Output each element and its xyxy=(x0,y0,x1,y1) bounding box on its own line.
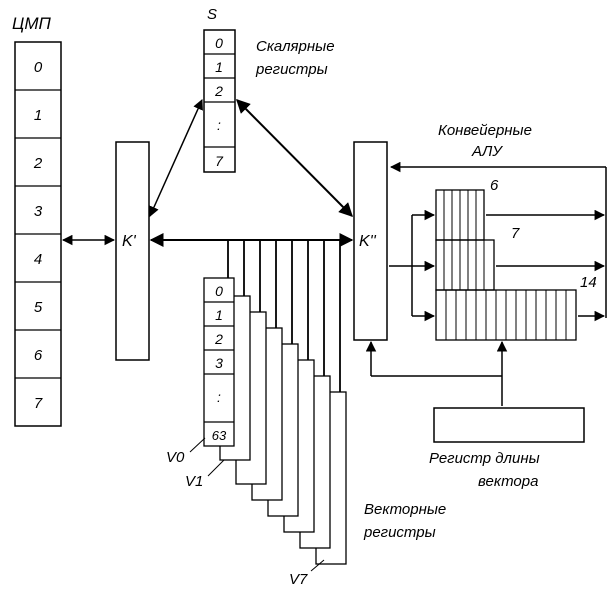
scalar-cell: : xyxy=(217,117,221,133)
vector-label: регистры xyxy=(363,524,436,541)
label-v1: V1 xyxy=(185,473,203,490)
scalar-cell: 0 xyxy=(215,35,223,51)
vlen-box xyxy=(433,407,585,443)
cmp-cell: 7 xyxy=(34,395,43,412)
vector-cell: 3 xyxy=(215,355,223,371)
switch-k1: K' xyxy=(115,141,150,361)
label-v7: V7 xyxy=(289,571,308,588)
cmp-cell: 4 xyxy=(34,251,42,268)
switch-k1-box xyxy=(115,141,150,361)
vector-cell: 0 xyxy=(215,283,223,299)
vector-cell: 1 xyxy=(215,307,223,323)
main-memory: ЦМП 0 1 2 3 4 5 6 7 xyxy=(12,14,62,427)
cmp-cell: 6 xyxy=(34,347,43,364)
cmp-cell: 0 xyxy=(34,59,43,76)
alu-feedback xyxy=(389,161,607,322)
scalar-cell: 1 xyxy=(215,59,223,75)
pipeline-label: АЛУ xyxy=(471,143,503,160)
scalar-k1-arrow xyxy=(149,99,203,217)
pipelined-alus: Конвейерные АЛУ xyxy=(435,122,597,341)
scalar-registers: S 0 1 2 : 7 Скалярные регистры xyxy=(203,6,335,173)
alu-number: 7 xyxy=(511,225,520,242)
k2-alu-arrows xyxy=(389,209,436,322)
vlen-label: вектора xyxy=(478,473,538,490)
scalar-k2-arrow xyxy=(236,99,353,217)
switch-k1-label: K' xyxy=(122,233,137,250)
switch-k2-box xyxy=(353,141,388,341)
vector-length-register: Регистр длины вектора xyxy=(429,407,585,490)
cmp-cell: 3 xyxy=(34,203,43,220)
switch-k2-label: K'' xyxy=(359,233,377,250)
scalar-letter: S xyxy=(207,6,217,23)
scalar-cell: 7 xyxy=(215,153,224,169)
vector-cell: 2 xyxy=(214,331,223,347)
alu-7 xyxy=(435,239,495,291)
vector-cell: 63 xyxy=(212,428,227,443)
label-v0: V0 xyxy=(166,449,185,466)
alu-number: 6 xyxy=(490,177,499,194)
alu-number: 14 xyxy=(580,274,597,291)
vlen-arrows xyxy=(365,340,508,406)
vector-cell: : xyxy=(217,389,221,405)
cmp-title: ЦМП xyxy=(12,14,52,33)
switch-k2: K'' xyxy=(353,141,388,341)
cmp-cell: 2 xyxy=(33,155,43,172)
vlen-label: Регистр длины xyxy=(429,450,540,467)
scalar-box xyxy=(203,29,236,173)
pipeline-label: Конвейерные xyxy=(438,122,532,139)
vector-label: Векторные xyxy=(364,501,446,518)
vector-bus-drops xyxy=(227,240,341,392)
cmp-cell: 1 xyxy=(34,107,42,124)
scalar-label: регистры xyxy=(255,61,328,78)
vector-register-v0 xyxy=(203,277,235,447)
cmp-cell: 5 xyxy=(34,299,43,316)
vector-registers xyxy=(203,277,347,565)
scalar-cell: 2 xyxy=(214,83,223,99)
scalar-label: Скалярные xyxy=(256,38,335,55)
